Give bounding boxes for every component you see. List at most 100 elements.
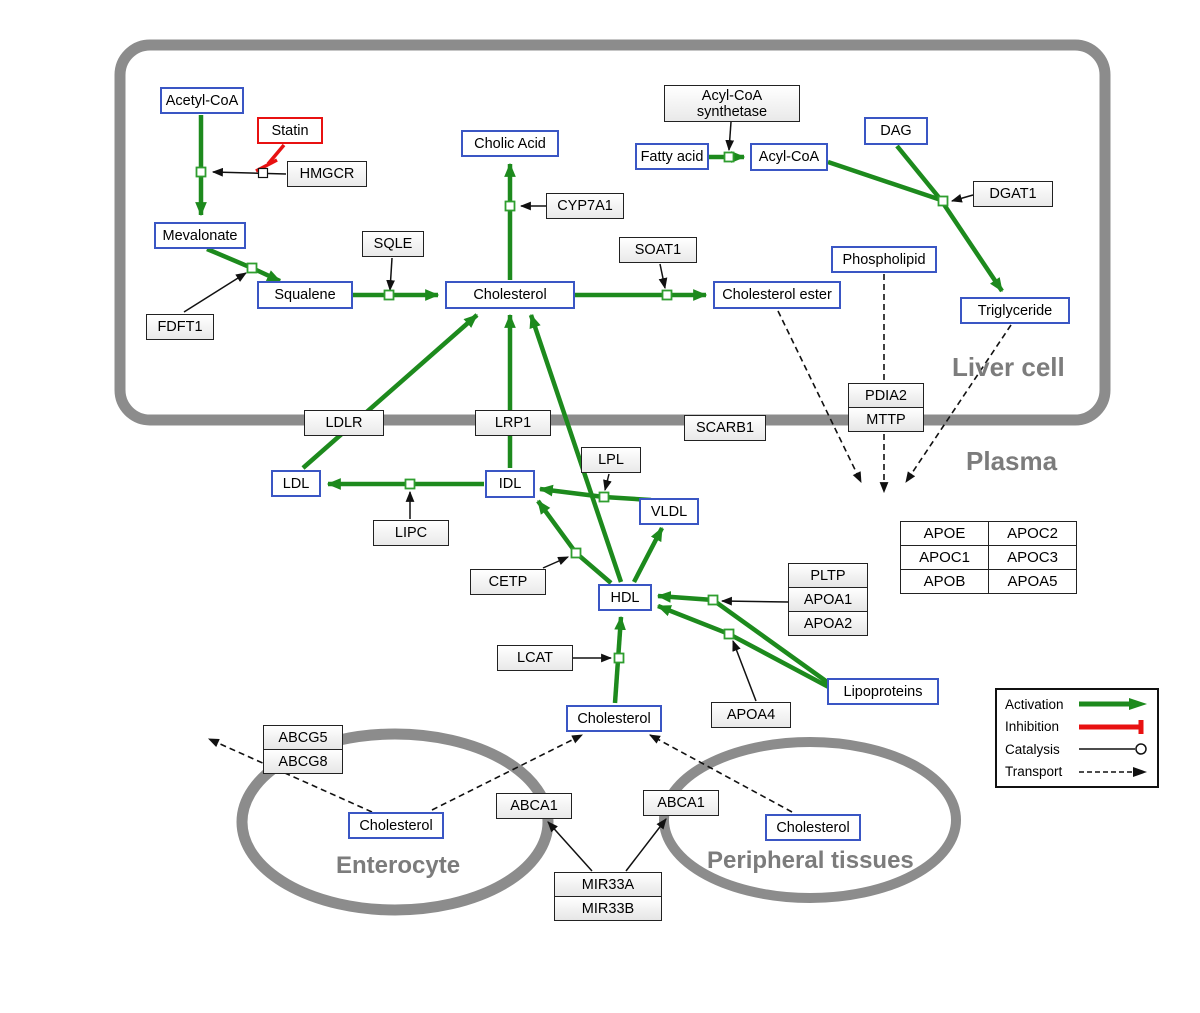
node-cholesterol-liver[interactable]: Cholesterol — [445, 281, 575, 309]
node-lipoproteins[interactable]: Lipoproteins — [827, 678, 939, 705]
node-lipc[interactable]: LIPC — [373, 520, 449, 546]
inhibition-tee-icon — [1079, 719, 1144, 734]
node-abca1-left[interactable]: ABCA1 — [496, 793, 572, 819]
node-group-abcg5-abcg8: ABCG5 ABCG8 — [263, 725, 343, 774]
catalysis-fdft1 — [183, 272, 247, 313]
node-fdft1[interactable]: FDFT1 — [146, 314, 214, 340]
edge-mir33-abca1-right — [625, 818, 667, 872]
node-acetyl-coa[interactable]: Acetyl-CoA — [160, 87, 244, 114]
legend-catalysis-label: Catalysis — [1005, 741, 1060, 757]
acyl-coa-synthetase-line1: Acyl-CoA — [701, 87, 763, 104]
transport-enterocyte-cholesterol — [431, 734, 583, 811]
node-cholesterol-plasma[interactable]: Cholesterol — [566, 705, 662, 732]
node-ldlr[interactable]: LDLR — [304, 410, 384, 436]
activation-arrow-icon — [1079, 698, 1147, 711]
node-cholesterol-ester[interactable]: Cholesterol ester — [713, 281, 841, 309]
catalysis-apoa — [720, 596, 789, 606]
inhibition-statin-line — [266, 143, 286, 166]
node-squalene[interactable]: Squalene — [257, 281, 353, 309]
catalysis-junction-square — [257, 167, 269, 179]
node-apoa2[interactable]: APOA2 — [788, 611, 868, 636]
catalysis-hmgcr — [211, 167, 287, 177]
node-group-pltp-apoa: PLTP APOA1 APOA2 — [788, 563, 868, 636]
node-group-pdia2-mttp: PDIA2 MTTP — [848, 383, 924, 432]
catalysis-edges — [183, 121, 974, 872]
acyl-coa-synthetase-line2: synthetase — [696, 103, 768, 120]
node-apoa1[interactable]: APOA1 — [788, 587, 868, 612]
legend-activation-label: Activation — [1005, 696, 1064, 712]
edge-acylcoa-dgat1 — [827, 159, 942, 203]
node-soat1[interactable]: SOAT1 — [619, 237, 697, 263]
node-cyp7a1[interactable]: CYP7A1 — [546, 193, 624, 219]
node-acyl-coa-synthetase[interactable]: Acyl-CoA synthetase — [664, 85, 800, 122]
apo-table: APOE APOC2 APOC1 APOC3 APOB APOA5 — [900, 521, 1077, 594]
catalysis-cetp — [542, 556, 570, 569]
reaction-nodes — [195, 151, 949, 664]
node-hdl[interactable]: HDL — [598, 584, 652, 611]
node-group-mir33: MIR33A MIR33B — [554, 872, 662, 921]
node-vldl[interactable]: VLDL — [639, 498, 699, 525]
edge-hdl-uptake — [528, 313, 624, 583]
node-pdia2[interactable]: PDIA2 — [848, 383, 924, 408]
node-cholic-acid[interactable]: Cholic Acid — [461, 130, 559, 157]
node-ldl[interactable]: LDL — [271, 470, 321, 497]
peripheral-tissues-label: Peripheral tissues — [707, 847, 914, 874]
node-apoe[interactable]: APOE — [900, 521, 989, 546]
node-lpl[interactable]: LPL — [581, 447, 641, 473]
node-lrp1[interactable]: LRP1 — [475, 410, 551, 436]
legend-row-inhibition: Inhibition — [1005, 716, 1149, 737]
catalysis-circle-icon — [1079, 743, 1147, 755]
edge-dag-dgat1 — [895, 144, 943, 202]
enterocyte-label: Enterocyte — [336, 852, 461, 879]
node-apoc3[interactable]: APOC3 — [988, 545, 1077, 570]
node-fatty-acid[interactable]: Fatty acid — [635, 143, 709, 170]
node-phospholipid[interactable]: Phospholipid — [831, 246, 937, 273]
transport-cholesterol-ester — [777, 310, 862, 483]
node-abca1-right[interactable]: ABCA1 — [643, 790, 719, 816]
node-mir33b[interactable]: MIR33B — [554, 896, 662, 921]
edge-dgat1-triglyceride — [941, 201, 1004, 293]
catalysis-soat1 — [658, 263, 668, 290]
legend-row-catalysis: Catalysis — [1005, 739, 1149, 760]
node-scarb1[interactable]: SCARB1 — [684, 415, 766, 441]
activation-edges — [195, 115, 1004, 704]
edge-mir33-abca1-left — [547, 821, 593, 872]
edge-ldl-uptake — [301, 313, 479, 470]
node-dag[interactable]: DAG — [864, 117, 928, 145]
node-abcg8[interactable]: ABCG8 — [263, 749, 343, 774]
node-apoa4[interactable]: APOA4 — [711, 702, 791, 728]
legend-row-transport: Transport — [1005, 761, 1149, 782]
node-abcg5[interactable]: ABCG5 — [263, 725, 343, 750]
node-sqle[interactable]: SQLE — [362, 231, 424, 257]
node-cholesterol-peripheral[interactable]: Cholesterol — [765, 814, 861, 841]
liver-cell-outline — [114, 39, 1111, 426]
node-apob[interactable]: APOB — [900, 569, 989, 594]
node-mir33a[interactable]: MIR33A — [554, 872, 662, 897]
node-cholesterol-enterocyte[interactable]: Cholesterol — [348, 812, 444, 839]
edge-vldl-idl — [538, 484, 652, 503]
inhibition-edge — [255, 143, 286, 173]
liver-cell-label: Liver cell — [952, 352, 1065, 382]
node-hmgcr[interactable]: HMGCR — [287, 161, 367, 187]
node-apoc1[interactable]: APOC1 — [900, 545, 989, 570]
node-mevalonate[interactable]: Mevalonate — [154, 222, 246, 249]
catalysis-apoa4 — [732, 639, 757, 702]
node-cetp[interactable]: CETP — [470, 569, 546, 595]
node-idl[interactable]: IDL — [485, 470, 535, 498]
node-acyl-coa2[interactable]: Acyl-CoA — [750, 143, 828, 171]
node-apoa5[interactable]: APOA5 — [988, 569, 1077, 594]
node-pltp[interactable]: PLTP — [788, 563, 868, 588]
node-mttp[interactable]: MTTP — [848, 407, 924, 432]
edge-hdl-vldl — [632, 526, 664, 584]
node-lcat[interactable]: LCAT — [497, 645, 573, 671]
catalysis-lpl — [603, 473, 612, 492]
node-triglyceride[interactable]: Triglyceride — [960, 297, 1070, 324]
catalysis-dgat1 — [950, 194, 974, 203]
node-dgat1[interactable]: DGAT1 — [973, 181, 1053, 207]
node-statin[interactable]: Statin — [257, 117, 323, 144]
catalysis-acylcoa-synthetase — [725, 121, 735, 152]
transport-edges — [207, 274, 1012, 813]
legend-inhibition-label: Inhibition — [1005, 719, 1060, 735]
node-apoc2[interactable]: APOC2 — [988, 521, 1077, 546]
